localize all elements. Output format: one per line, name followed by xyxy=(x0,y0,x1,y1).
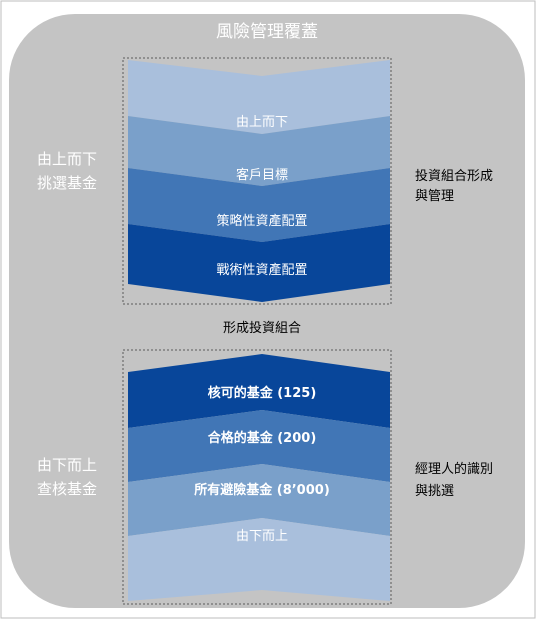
bottom-band-1 xyxy=(128,354,390,428)
portfolio-formation-label: 形成投資組合 xyxy=(223,320,301,336)
top-band-label-1: 由上而下 xyxy=(236,115,288,130)
bottom-right-label-line-2: 與挑選 xyxy=(415,484,454,499)
bottom-band-label-3: 所有避險基金 (8’000) xyxy=(194,482,330,498)
bottom-band-2 xyxy=(128,410,390,482)
top-band-label-4: 戰術性資產配置 xyxy=(216,262,307,278)
top-band-label-3: 策略性資產配置 xyxy=(216,213,307,229)
top-right-label-line-1: 投資組合形成 xyxy=(415,168,493,184)
bottom-up-stack: 核可的基金 (125) 合格的基金 (200) 所有避險基金 (8’000) 由… xyxy=(122,349,392,605)
top-band-3 xyxy=(128,168,390,242)
bottom-left-label-line-2: 查核基金 xyxy=(37,480,97,498)
bottom-stack-outline xyxy=(122,349,392,605)
top-left-label-line-1: 由上而下 xyxy=(37,150,97,168)
top-right-label-line-2: 與管理 xyxy=(415,189,454,204)
bottom-left-label-line-1: 由下而上 xyxy=(37,456,97,474)
diagram-title: 風險管理覆蓋 xyxy=(216,22,318,42)
top-band-4 xyxy=(128,224,390,302)
top-band-1 xyxy=(128,60,390,134)
bottom-band-label-1: 核可的基金 (125) xyxy=(208,385,317,401)
top-stack-outline xyxy=(122,57,392,305)
bottom-band-3 xyxy=(128,464,390,536)
top-band-label-2: 客戶目標 xyxy=(236,167,288,183)
bottom-band-label-4: 由下而上 xyxy=(236,529,288,544)
top-left-label-line-2: 挑選基金 xyxy=(37,174,97,192)
bottom-band-4 xyxy=(128,518,390,601)
top-band-2 xyxy=(128,116,390,186)
top-down-stack: 由上而下 客戶目標 策略性資產配置 戰術性資產配置 xyxy=(122,57,392,305)
bottom-right-label-line-1: 經理人的識別 xyxy=(415,461,493,477)
bottom-band-label-2: 合格的基金 (200) xyxy=(208,430,317,446)
